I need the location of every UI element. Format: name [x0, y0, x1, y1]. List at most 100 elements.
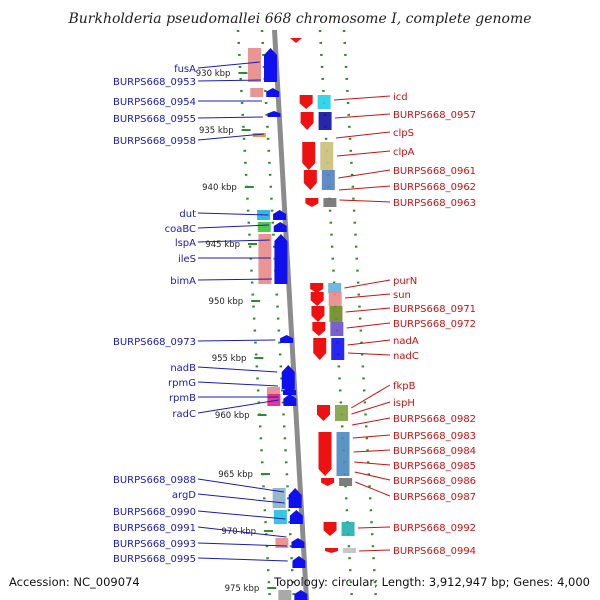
forward-gene-arrow	[274, 234, 288, 284]
gene-feature-box	[323, 198, 337, 207]
gene-label-left: BURPS668_0991	[113, 523, 196, 534]
reverse-gene-arrow	[313, 338, 327, 360]
right-gene-labels: icdBURPS668_0957clpSclpABURPS668_0961BUR…	[393, 92, 476, 557]
label-leader-line	[346, 322, 391, 329]
gene-label-left: bimA	[170, 276, 196, 287]
label-leader-line	[197, 339, 276, 342]
label-leader-line	[355, 481, 391, 497]
label-leader-line	[352, 417, 391, 426]
label-leader-line	[197, 79, 261, 82]
scale-label: 945 kbp	[205, 240, 240, 250]
gene-feature-box	[343, 548, 357, 553]
label-leader-line	[197, 478, 284, 493]
label-leader-line	[197, 557, 288, 562]
forward-gene-arrow	[283, 394, 297, 406]
gene-label-right: BURPS668_0961	[393, 166, 476, 177]
label-leader-line	[335, 131, 391, 139]
gene-label-right: BURPS668_0963	[393, 198, 476, 209]
gene-label-right: BURPS668_0982	[393, 414, 476, 425]
gene-feature-box	[328, 283, 342, 293]
reverse-gene-arrow	[303, 170, 317, 190]
left-gene-labels: fusABURPS668_0953BURPS668_0954BURPS668_0…	[113, 64, 196, 565]
forward-gene-arrow	[294, 590, 308, 600]
label-leader-line	[350, 384, 391, 409]
label-leader-line	[197, 381, 278, 387]
label-leader-line	[344, 279, 391, 289]
forward-gene-arrow	[281, 365, 295, 389]
label-leader-line	[357, 526, 391, 529]
gene-label-right: BURPS668_0962	[393, 182, 476, 193]
forward-gene-arrow	[264, 48, 278, 82]
reverse-gene-arrow	[300, 112, 314, 130]
label-leader-line	[197, 61, 260, 69]
gene-feature-box	[317, 95, 331, 109]
label-leader-line	[197, 278, 272, 281]
forward-gene-arrow	[273, 210, 287, 220]
gene-feature-box	[341, 522, 355, 536]
gene-label-left: BURPS668_0995	[113, 554, 196, 565]
gene-label-right: clpA	[393, 147, 415, 158]
gene-label-right: BURPS668_0985	[393, 461, 476, 472]
gene-feature-box	[273, 510, 287, 524]
gene-feature-box	[330, 322, 344, 336]
label-leader-line	[339, 199, 391, 203]
gene-label-right: fkpB	[393, 381, 416, 392]
scale-label: 955 kbp	[212, 354, 247, 364]
forward-gene-arrow	[289, 510, 303, 524]
label-leader-line	[344, 293, 391, 299]
gene-label-left: dut	[179, 209, 196, 220]
gene-label-left: fusA	[174, 64, 196, 75]
gene-feature-box	[335, 405, 348, 421]
label-leader-line	[197, 366, 278, 373]
gene-feature-box	[320, 142, 334, 170]
label-leader-line	[347, 339, 391, 346]
label-leader-line	[338, 185, 391, 191]
scale-label: 950 kbp	[209, 297, 244, 307]
forward-gene-arrow	[291, 538, 305, 548]
scale-label: 935 kbp	[199, 126, 234, 136]
gene-feature-box	[328, 292, 342, 306]
topology-summary-text: Topology: circular; Length: 3,912,947 bp…	[273, 575, 590, 589]
scale-label: 975 kbp	[225, 584, 260, 594]
label-leader-line	[197, 239, 270, 243]
gene-label-left: BURPS668_0993	[113, 539, 196, 550]
label-leader-line	[354, 471, 391, 481]
forward-gene-arrow	[266, 88, 280, 97]
gene-label-right: ispH	[393, 398, 415, 409]
gene-label-right: BURPS668_0972	[393, 319, 476, 330]
label-leader-line	[337, 150, 391, 157]
reverse-gene-arrow	[311, 306, 325, 322]
label-leader-line	[353, 449, 391, 453]
gene-feature-box	[257, 222, 271, 232]
reverse-gene-arrow	[290, 38, 302, 43]
map-title: Burkholderia pseudomallei 668 chromosome…	[67, 11, 531, 27]
gene-feature-box	[248, 48, 262, 82]
gene-label-left: lspA	[175, 238, 196, 249]
label-leader-line	[197, 224, 269, 229]
scale-label: 930 kbp	[196, 69, 231, 79]
scale-label: 960 kbp	[215, 411, 250, 421]
gene-label-left: rpmG	[168, 378, 196, 389]
gene-label-left: BURPS668_0955	[113, 114, 196, 125]
label-leader-line	[334, 113, 391, 119]
reverse-gene-arrow	[325, 548, 339, 553]
gene-feature-box	[329, 306, 343, 322]
gene-label-right: BURPS668_0983	[393, 431, 476, 442]
reverse-strand-genes	[290, 38, 357, 553]
label-leader-line	[345, 307, 391, 313]
gene-label-left: BURPS668_0954	[113, 97, 196, 108]
label-leader-line	[197, 399, 279, 414]
forward-gene-arrow	[282, 387, 296, 395]
forward-strand-genes	[248, 48, 308, 600]
label-leader-line	[197, 133, 264, 141]
backbone	[272, 30, 309, 600]
label-leader-line	[197, 542, 287, 547]
gene-feature-box	[252, 133, 266, 137]
gene-label-right: BURPS668_0992	[393, 523, 476, 534]
gene-label-left: BURPS668_0988	[113, 475, 196, 486]
gene-feature-box	[331, 338, 345, 360]
gene-feature-box	[336, 432, 350, 476]
gene-label-right: purN	[393, 276, 417, 287]
label-leader-line	[333, 95, 391, 101]
